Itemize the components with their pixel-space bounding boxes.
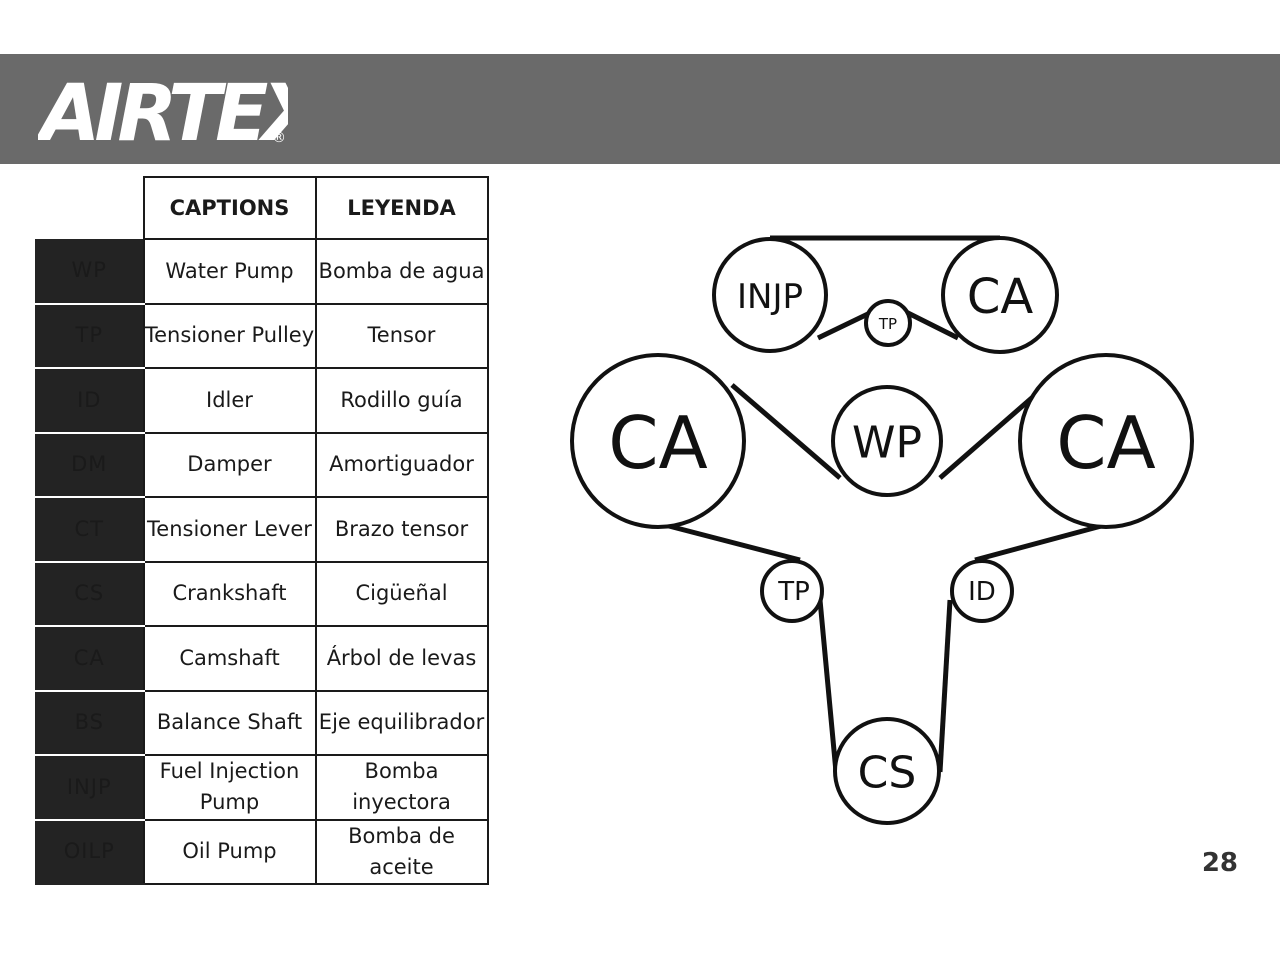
pulley-ca-left <box>570 353 746 529</box>
pulley-wp <box>831 385 943 497</box>
belt-segment-tp-ca <box>904 309 960 341</box>
captions-header: CAPTIONS <box>142 176 317 239</box>
legend-code: WP <box>35 239 144 305</box>
legend-leyenda: Tensor <box>314 302 489 369</box>
legend-caption: Tensioner Lever <box>142 496 317 563</box>
belt-segment-tp-cs <box>817 599 839 773</box>
pulley-tp-lower <box>760 559 824 623</box>
belt-segment-id-cs <box>937 599 953 773</box>
legend-header-row: CAPTIONS LEYENDA <box>35 176 489 239</box>
timing-belt-diagram: INJP CA TP CA WP CA TP ID CS <box>570 235 1194 825</box>
leyenda-header: LEYENDA <box>314 176 489 239</box>
legend-caption: Crankshaft <box>142 560 317 627</box>
legend-leyenda: Brazo tensor <box>314 496 489 563</box>
legend-code: CS <box>35 561 144 627</box>
legend-code: INJP <box>35 755 144 821</box>
legend-leyenda: Bomba de aceite <box>314 818 489 885</box>
belt-segment-injp-tp <box>816 309 874 341</box>
airtex-logo: AIRTEX ® <box>38 69 288 158</box>
legend-leyenda: Bomba de agua <box>314 238 489 305</box>
legend-row: ID Idler Rodillo guía <box>35 367 489 434</box>
legend-corner <box>35 177 144 239</box>
pulley-label-wp: WP <box>852 418 922 469</box>
pulley-label-injp: INJP <box>737 277 803 317</box>
legend-code: OILP <box>35 819 144 885</box>
legend-caption: Idler <box>142 367 317 434</box>
pulley-tp-top <box>864 299 912 347</box>
registered-mark: ® <box>272 130 286 146</box>
legend-caption: Camshaft <box>142 625 317 692</box>
legend-row: CA Camshaft Árbol de levas <box>35 625 489 692</box>
legend-row: WP Water Pump Bomba de agua <box>35 238 489 305</box>
legend-caption: Damper <box>142 431 317 498</box>
legend-caption: Oil Pump <box>142 818 317 885</box>
legend-row: OILP Oil Pump Bomba de aceite <box>35 818 489 885</box>
legend-row: BS Balance Shaft Eje equilibrador <box>35 689 489 756</box>
legend-row: TP Tensioner Pulley Tensor <box>35 302 489 369</box>
legend-table: CAPTIONS LEYENDA WP Water Pump Bomba de … <box>35 176 489 885</box>
legend-code: CT <box>35 497 144 563</box>
legend-leyenda: Árbol de levas <box>314 625 489 692</box>
pulley-label-ca-left: CA <box>608 401 708 485</box>
legend-caption: Balance Shaft <box>142 689 317 756</box>
legend-row: CS Crankshaft Cigüeñal <box>35 560 489 627</box>
pulley-ca-top <box>941 236 1059 354</box>
legend-leyenda: Cigüeñal <box>314 560 489 627</box>
pulley-injp <box>712 237 828 353</box>
pulley-ca-right <box>1018 353 1194 529</box>
legend-code: ID <box>35 368 144 434</box>
legend-row: DM Damper Amortiguador <box>35 431 489 498</box>
legend-code: TP <box>35 303 144 369</box>
legend-code: DM <box>35 432 144 498</box>
legend-row: CT Tensioner Lever Brazo tensor <box>35 496 489 563</box>
pulley-cs <box>833 717 941 825</box>
page-number: 28 <box>1201 848 1238 878</box>
legend-code: CA <box>35 626 144 692</box>
pulley-id <box>950 559 1014 623</box>
header-banner <box>0 54 1280 164</box>
legend-leyenda: Amortiguador <box>314 431 489 498</box>
legend-caption: Fuel Injection Pump <box>142 754 317 821</box>
pulley-label-ca-right: CA <box>1056 401 1156 485</box>
pulley-label-cs: CS <box>858 748 917 799</box>
legend-code: BS <box>35 690 144 756</box>
legend-leyenda: Eje equilibrador <box>314 689 489 756</box>
pulley-label-id: ID <box>968 577 996 607</box>
belt-segment-ca-tp-lower <box>664 522 801 563</box>
belt-segment-ca-wp-left <box>730 383 842 480</box>
logo-text: AIRTEX <box>38 69 288 158</box>
pulley-label-tp-top: TP <box>878 315 897 333</box>
legend-leyenda: Rodillo guía <box>314 367 489 434</box>
legend-caption: Tensioner Pulley <box>142 302 317 369</box>
legend-caption: Water Pump <box>142 238 317 305</box>
belt-segment-ca-id <box>974 522 1106 563</box>
pulley-label-tp-lower: TP <box>777 577 810 607</box>
legend-row: INJP Fuel Injection Pump Bomba inyectora <box>35 754 489 821</box>
legend-leyenda: Bomba inyectora <box>314 754 489 821</box>
pulley-label-ca-top: CA <box>967 269 1034 325</box>
